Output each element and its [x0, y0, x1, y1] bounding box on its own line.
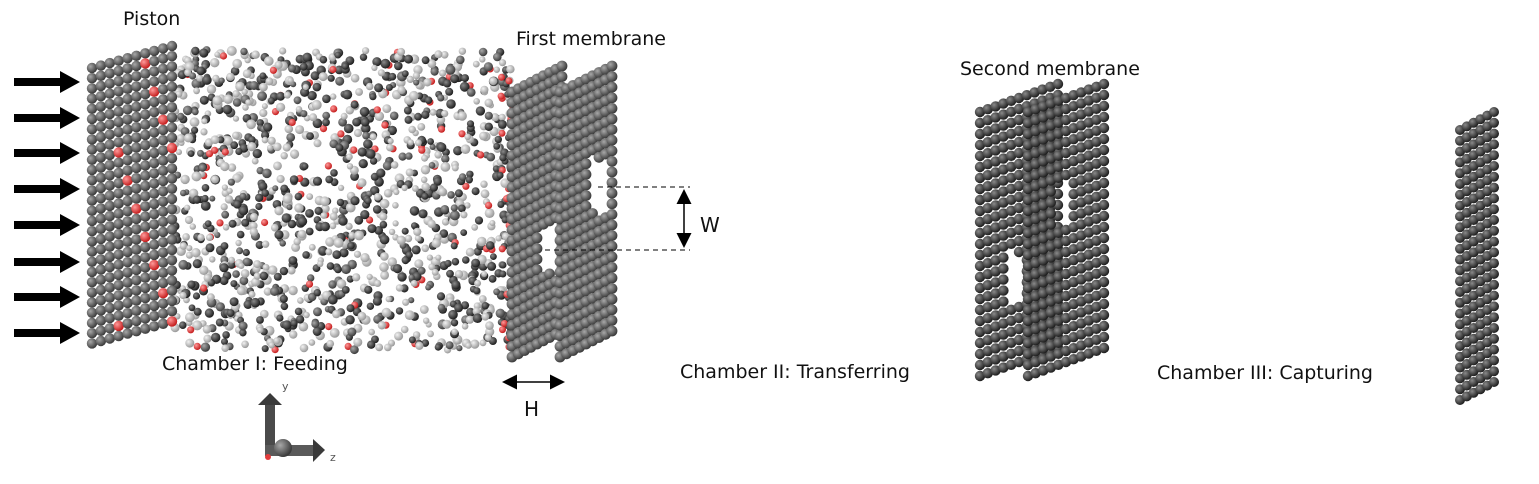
first-membrane-label: First membrane: [516, 28, 666, 50]
axis-z-label: z: [330, 451, 336, 464]
chamber2-label: Chamber II: Transferring: [680, 361, 910, 383]
chamber1-label: Chamber I: Feeding: [162, 353, 348, 375]
piston-label: Piston: [123, 8, 181, 30]
width-dimension: [545, 186, 692, 251]
second-membrane-sheets: [974, 78, 1110, 382]
gas-molecules: [170, 45, 520, 355]
xyz-axes-icon: [258, 393, 325, 462]
capturing-wall: [1455, 107, 1499, 405]
chamber3-label: Chamber III: Capturing: [1157, 362, 1373, 384]
second-membrane-label: Second membrane: [960, 58, 1140, 80]
axis-y-label: y: [282, 380, 289, 393]
first-membrane-sheets: [506, 60, 618, 363]
height-label: H: [524, 397, 540, 421]
piston-wall: [86, 40, 178, 349]
push-arrows: [14, 71, 80, 344]
width-label: W: [700, 213, 720, 237]
